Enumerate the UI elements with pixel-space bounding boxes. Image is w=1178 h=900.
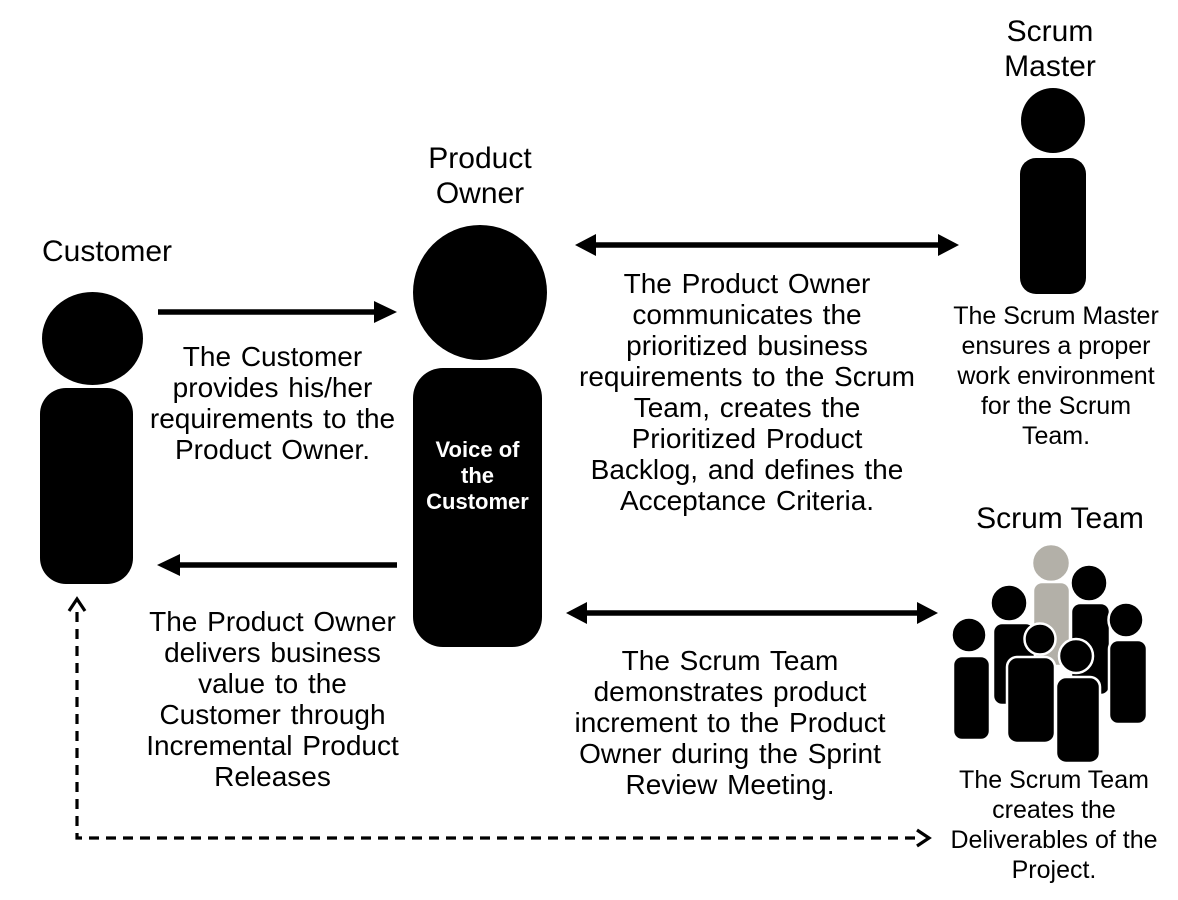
team-member-black <box>1069 563 1112 697</box>
scrum-team-label: Scrum Team <box>976 502 1144 535</box>
flow-text-product-owner-to-customer: The Product Owner delivers business valu… <box>146 606 399 792</box>
team-member-black <box>1107 601 1149 726</box>
customer-torso <box>40 388 133 584</box>
customer-label: Customer <box>42 235 173 268</box>
team-member-black <box>1005 622 1057 745</box>
arrow-product-owner-scrum-master <box>575 234 959 256</box>
flow-text-product-owner-scrum-master: The Product Owner communicates the prior… <box>579 268 915 516</box>
customer-head <box>42 292 143 385</box>
scrum-master-torso <box>1020 158 1086 294</box>
team-member-black <box>1054 637 1102 763</box>
product-owner-head <box>413 225 547 360</box>
flow-text-customer-to-product-owner: The Customer provides his/her requiremen… <box>149 341 396 465</box>
scrum-master-caption: The Scrum Master ensures a proper work e… <box>953 302 1159 450</box>
arrow-customer-to-product-owner <box>158 301 397 323</box>
scrum-master-head <box>1021 88 1085 153</box>
product-owner-torso <box>413 368 542 647</box>
voice-of-the-customer-text: Voice of the Customer <box>426 437 529 514</box>
team-member-black <box>950 616 992 742</box>
scrum-master-label: Scrum Master <box>1004 15 1096 83</box>
scrum-team-group-icon <box>950 542 1149 763</box>
product-owner-label: Product Owner <box>428 142 532 210</box>
arrow-scrum-team-product-owner <box>566 602 938 624</box>
scrum-team-caption: The Scrum Team creates the Deliverables … <box>950 766 1158 884</box>
flow-text-scrum-team-product-owner: The Scrum Team demonstrates product incr… <box>574 645 886 800</box>
arrow-product-owner-to-customer <box>157 554 397 576</box>
